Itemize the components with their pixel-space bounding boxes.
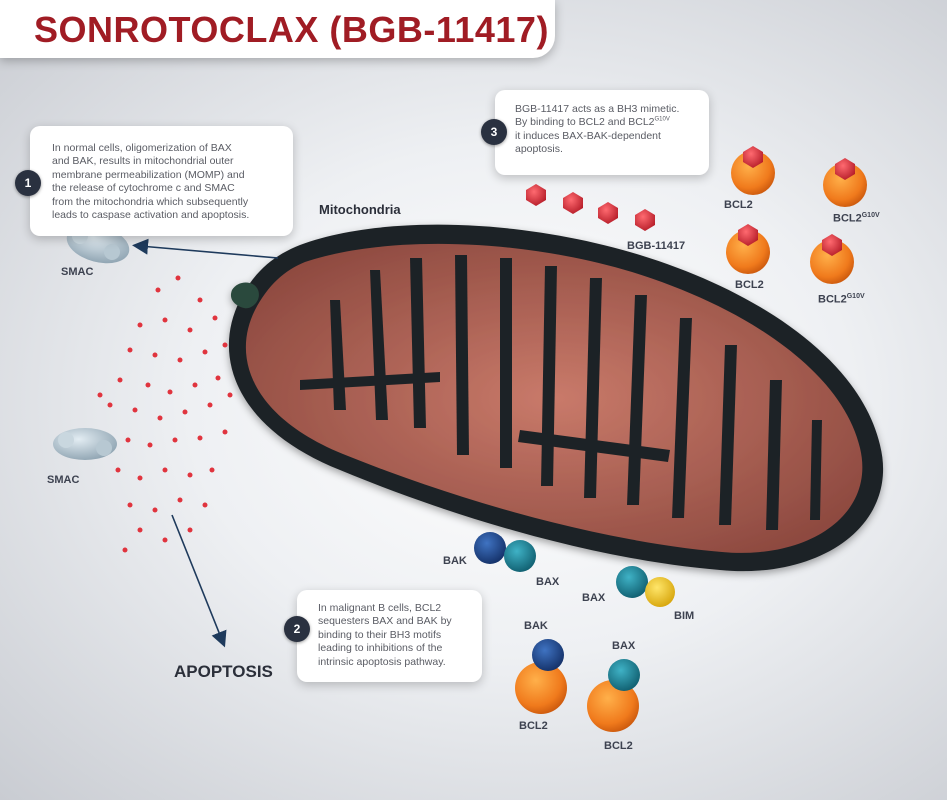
page-title: SONROTOCLAX (BGB-11417)	[34, 9, 549, 50]
cytochrome-c-dots	[97, 275, 233, 553]
bcl2-label-1: BCL2	[724, 199, 753, 211]
bgb-11417-molecules	[526, 184, 655, 231]
bak-label-complex: BAK	[524, 620, 548, 632]
apoptosis-arrow	[171, 514, 227, 648]
smac-protein-bottom	[53, 428, 117, 460]
note-3-text: BGB-11417 acts as a BH3 mimetic. By bind…	[515, 103, 679, 157]
note-3-line: By binding to BCL2 and BCL2G10V	[515, 116, 670, 129]
drug-label: BGB-11417	[627, 240, 686, 252]
mitochondrion	[228, 224, 884, 572]
bak-bax-membrane-pair	[474, 532, 536, 572]
bcl2-g10v-label-1: BCL2G10V	[833, 212, 880, 225]
bcl2-g10v-drug-complex-1	[823, 158, 867, 207]
bim-label: BIM	[674, 610, 695, 622]
bcl2-label-2: BCL2	[735, 279, 764, 291]
note-1-line: membrane permeabilization (MOMP) and	[52, 168, 245, 181]
note-2-line: binding to their BH3 motifs	[318, 628, 442, 641]
note-3-line: apoptosis.	[515, 143, 563, 156]
note-2-line: In malignant B cells, BCL2	[318, 602, 442, 614]
bcl2-bak-complex	[515, 639, 567, 714]
bax-label-complex: BAX	[612, 640, 636, 652]
bcl2-bax-complex	[587, 659, 640, 732]
note-3-line: it induces BAX-BAK-dependent	[515, 129, 661, 142]
note-2-line: intrinsic apoptosis pathway.	[318, 655, 446, 668]
note-bh3-mimetic: BGB-11417 acts as a BH3 mimetic. By bind…	[495, 90, 709, 175]
note-1-line: leads to caspase activation and apoptosi…	[52, 209, 250, 222]
step-2-badge: 2	[284, 616, 310, 642]
note-1-text: In normal cells, oligomerization of BAX …	[52, 142, 249, 223]
note-normal-cells: In normal cells, oligomerization of BAX …	[30, 126, 293, 236]
note-2-line: sequesters BAX and BAK by	[318, 615, 452, 628]
mitochondria-label: Mitochondria	[319, 202, 401, 217]
note-malignant-cells: In malignant B cells, BCL2 sequesters BA…	[297, 590, 482, 682]
step-3-badge: 3	[481, 119, 507, 145]
bax-bim-membrane-pair	[616, 566, 675, 607]
note-1-line: from the mitochondria which subsequently	[52, 195, 249, 208]
note-1-line: and BAK, results in mitochondrial outer	[52, 155, 234, 168]
bcl2-drug-complex-1	[731, 146, 775, 195]
bak-label-membrane: BAK	[443, 555, 467, 567]
bcl2-label-bax-complex: BCL2	[604, 740, 633, 752]
note-3-line: BGB-11417 acts as a BH3 mimetic.	[515, 103, 680, 115]
step-1-badge: 1	[15, 170, 41, 196]
note-2-line: leading to inhibitions of the	[318, 642, 443, 655]
apoptosis-label: APOPTOSIS	[174, 662, 273, 681]
bcl2-drug-complex-2	[726, 224, 770, 274]
note-2-text: In malignant B cells, BCL2 sequesters BA…	[318, 602, 452, 669]
bcl2-g10v-drug-complex-2	[810, 234, 854, 284]
title-banner: SONROTOCLAX (BGB-11417)	[0, 0, 555, 58]
bax-label-membrane: BAX	[536, 576, 560, 588]
bcl2-g10v-label-2: BCL2G10V	[818, 293, 865, 306]
note-1-line: the release of cytochrome c and SMAC	[52, 182, 235, 195]
note-1-line: In normal cells, oligomerization of BAX	[52, 142, 232, 154]
smac-label-bottom: SMAC	[47, 474, 80, 486]
release-arrow	[132, 238, 279, 259]
bcl2-label-bak-complex: BCL2	[519, 720, 548, 732]
bax-label-membrane-2: BAX	[582, 592, 606, 604]
smac-label-top: SMAC	[61, 266, 94, 278]
